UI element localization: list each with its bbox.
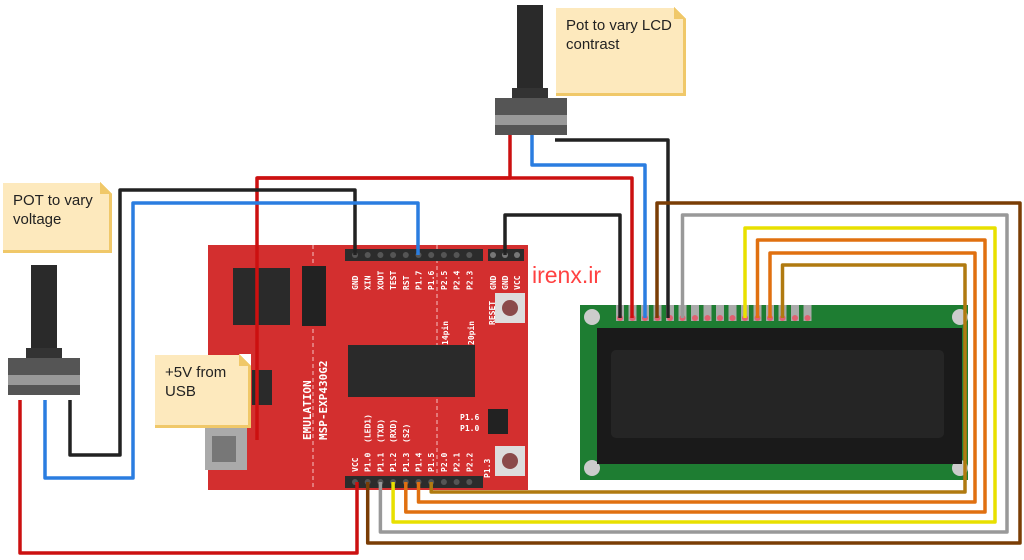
header-pin[interactable] [390,252,397,258]
led-jumpers [488,409,508,434]
lcd-pin[interactable] [692,315,698,321]
pin-label: P1.3 [402,453,411,472]
header-pin[interactable] [514,252,520,258]
header-pin[interactable] [440,479,447,485]
wire [18,400,359,555]
msp430-chip [348,345,475,397]
chip-emulator [233,268,290,325]
pin-label: P2.1 [453,453,462,472]
pin-label: TEST [389,271,398,290]
wire [365,201,1022,545]
pin-label: P1.1 [376,453,385,472]
wire [503,213,622,318]
wire [43,201,420,480]
header-pin[interactable] [466,252,473,258]
header-pin[interactable] [453,479,460,485]
wire [429,263,967,494]
header-pin[interactable] [377,252,384,258]
pin-label: P2.0 [440,453,449,472]
note-lcd-contrast-pot: Pot to vary LCD contrast [556,7,686,96]
pin-label: P2.3 [465,271,474,290]
reset-label: RESET [488,301,497,325]
wire [555,138,670,318]
lcd-pin[interactable] [729,315,736,321]
wire [378,213,1009,534]
header-pin[interactable] [453,252,460,258]
header-pin[interactable] [402,252,409,258]
lcd-contrast-potentiometer[interactable] [495,5,567,135]
pin-label: P2.4 [453,271,462,290]
header-pin[interactable] [440,252,447,258]
lcd-16x2 [580,305,968,480]
pin-label: RST [402,275,411,290]
jumper-p16-label: P1.6 [460,413,479,422]
pin-label: P1.6 [427,271,436,290]
pin-label: VCC [351,457,360,472]
emulation-jumpers [302,266,326,326]
pin-label: GND [351,275,360,290]
wire [257,176,634,318]
pin-sublabel: (TXD) [376,419,385,443]
pin-label: XOUT [376,271,385,290]
pin-sublabel: (LED1) [364,414,373,443]
pin-label: P1.4 [415,453,424,472]
pin-label: P1.5 [427,453,436,472]
pin-sublabel: (RXD) [389,419,398,443]
emulation-label: EMULATION [301,380,314,440]
lcd-pin[interactable] [804,315,811,321]
pin-sublabel: (S2) [402,424,411,443]
lcd-pin[interactable] [704,315,711,321]
watermark: irenx.ir [532,262,602,288]
voltage-potentiometer[interactable] [8,265,80,395]
jumper-p10-label: P1.0 [460,424,479,433]
wire [530,135,647,318]
header-pin[interactable] [466,479,473,485]
header-pin[interactable] [490,252,496,258]
pin-label: GND [489,275,498,290]
pin-label: P1.2 [389,453,398,472]
p13-label: P1.3 [483,459,492,478]
wire [416,251,977,504]
wires [18,135,1022,555]
header-pin[interactable] [428,252,435,258]
pin14-label: 14pin [440,321,450,345]
top-header [345,249,483,261]
note-usb-power: +5V from USB [155,354,251,428]
pin-label: VCC [513,275,522,290]
pin-label: GND [501,275,510,290]
lcd-screen [611,350,944,438]
pin-label: P1.0 [364,453,373,472]
pin-label: XIN [364,275,373,290]
note-voltage-pot: POT to vary voltage [3,182,112,253]
pin-label: P2.2 [465,453,474,472]
pin-label: P1.7 [415,271,424,290]
lcd-pin[interactable] [717,315,723,321]
pin-label: P2.5 [440,271,449,290]
board-name-label: MSP-EXP430G2 [317,361,330,440]
wire [391,226,997,524]
wire [68,188,357,457]
header-pin[interactable] [364,252,371,258]
lcd-pin[interactable] [792,315,798,321]
pin20-label: 20pin [466,321,476,345]
wire [404,238,987,514]
